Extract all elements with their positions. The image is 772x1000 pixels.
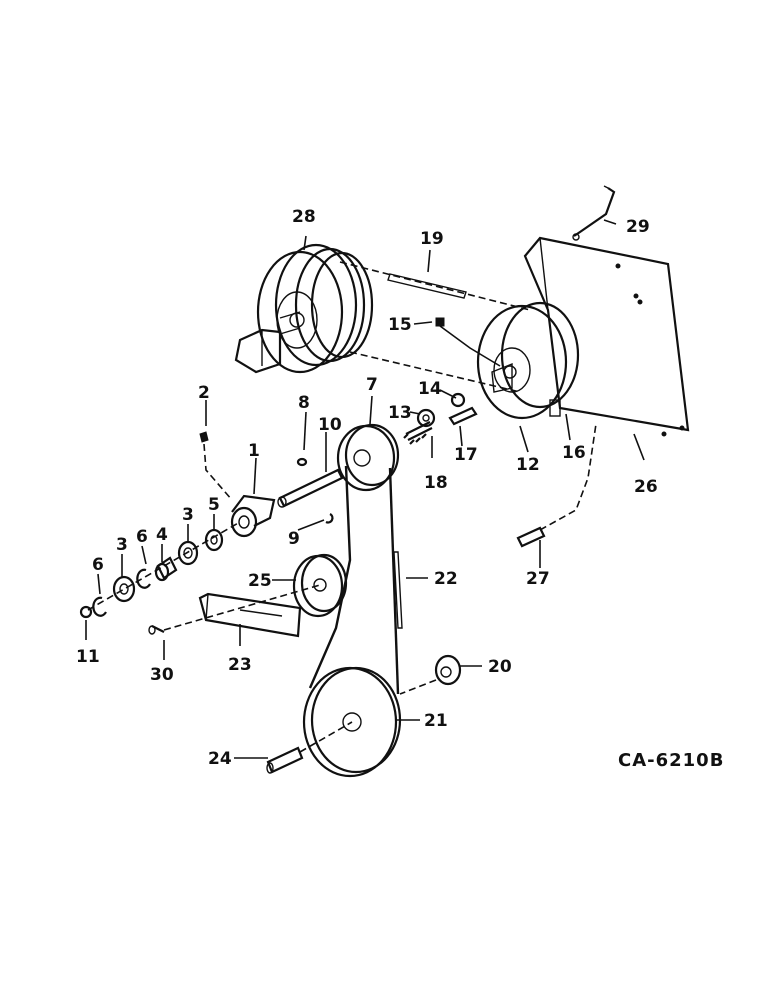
pivot-arm <box>199 431 276 538</box>
callout-8: 8 <box>298 393 310 413</box>
adjusting-bracket <box>148 584 321 638</box>
nut <box>435 317 501 367</box>
upper-belt <box>339 261 531 393</box>
callout-22: 22 <box>434 569 458 589</box>
callout-11: 11 <box>76 647 100 667</box>
idler-pulley <box>277 423 400 508</box>
callout-23: 23 <box>228 655 252 675</box>
callout-4: 4 <box>156 525 168 545</box>
pin-and-clip <box>296 457 334 524</box>
callout-19: 19 <box>420 229 444 249</box>
callout-3a: 3 <box>116 535 128 555</box>
callout-15: 15 <box>388 315 412 335</box>
callout-9: 9 <box>288 529 300 549</box>
callout-28: 24 <box>208 749 232 769</box>
vertical-belt <box>308 465 403 695</box>
bracket <box>572 185 616 241</box>
callout-1: 1 <box>248 441 260 461</box>
callout-labels: 28 29 19 15 14 13 7 8 10 17 12 16 26 18 … <box>76 207 724 771</box>
callout-26: 27 <box>526 569 550 589</box>
pin <box>516 423 597 548</box>
callout-7: 7 <box>366 375 378 395</box>
callout-20: 20 <box>488 657 512 677</box>
callout-17: 17 <box>454 445 478 465</box>
tensioner-wheel <box>399 654 462 695</box>
callout-30: 30 <box>150 665 174 685</box>
callout-13: 13 <box>388 403 412 423</box>
small-pulley <box>292 553 348 618</box>
small-hardware <box>403 392 478 445</box>
callout-18: 18 <box>424 473 448 493</box>
callout-6b: 6 <box>136 527 148 547</box>
drive-pulley <box>476 301 580 420</box>
callout-24: 25 <box>248 571 272 591</box>
callout-27: 28 <box>292 207 316 227</box>
callout-12: 12 <box>516 455 540 475</box>
callout-2: 2 <box>198 383 210 403</box>
callout-25: 26 <box>634 477 658 497</box>
callout-5: 5 <box>208 495 220 515</box>
large-multi-groove-pulley <box>234 243 374 374</box>
drawing-code: CA-6210B <box>618 750 724 771</box>
callout-16: 16 <box>562 443 586 463</box>
mounting-plate <box>523 236 690 437</box>
callout-10: 10 <box>318 415 342 435</box>
bottom-pulley <box>266 666 402 778</box>
leader-lines <box>85 219 645 759</box>
callout-14: 14 <box>418 379 442 399</box>
callout-21: 21 <box>424 711 448 731</box>
callout-6a: 6 <box>92 555 104 575</box>
callout-29: 29 <box>626 217 650 237</box>
spacer-stack <box>79 521 241 619</box>
callout-3b: 3 <box>182 505 194 525</box>
